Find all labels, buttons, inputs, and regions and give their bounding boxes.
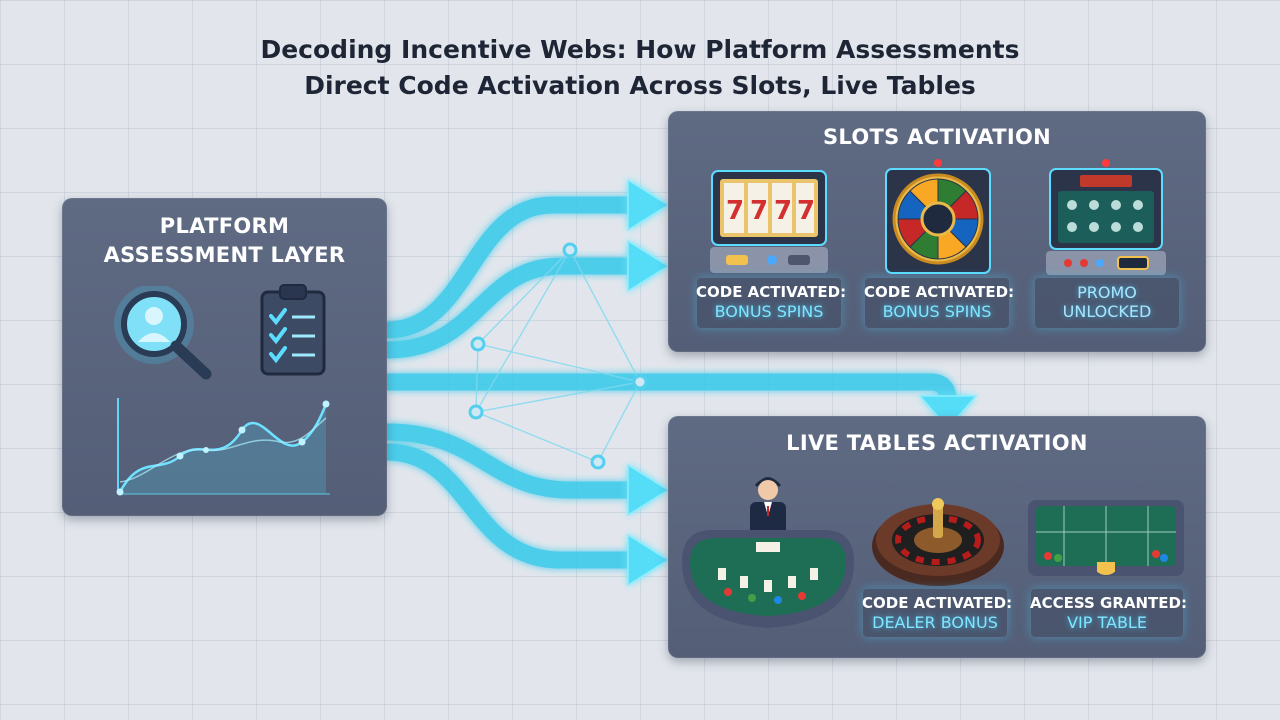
slots-card-3-line1: PROMO bbox=[1077, 283, 1137, 302]
reel-symbol: 7 bbox=[750, 196, 768, 226]
slots-card-2-line1: CODE ACTIVATED: bbox=[864, 283, 1015, 301]
checklist-clipboard-icon bbox=[260, 284, 326, 376]
platform-assessment-panel: PLATFORM ASSESSMENT LAYER bbox=[62, 198, 387, 516]
connector-web-line bbox=[475, 248, 641, 463]
prize-wheel-icon bbox=[885, 159, 991, 274]
arrowhead-slots-lower bbox=[627, 239, 670, 293]
live-card-1-line2: DEALER BONUS bbox=[872, 613, 998, 632]
connector-node bbox=[470, 336, 486, 352]
slots-card-1-line2: BONUS SPINS bbox=[714, 302, 824, 321]
slots-card-2-line2: BONUS SPINS bbox=[882, 302, 992, 321]
connector-node bbox=[632, 374, 648, 390]
title-line-2: Direct Code Activation Across Slots, Liv… bbox=[304, 71, 976, 100]
assessment-heading-line-2: ASSESSMENT LAYER bbox=[103, 243, 346, 267]
connector-web-line bbox=[475, 249, 571, 413]
craps-table-icon bbox=[1028, 500, 1184, 576]
connector-node bbox=[562, 242, 578, 258]
live-card-2-line2: VIP TABLE bbox=[1067, 613, 1147, 632]
reel-symbol: 7 bbox=[797, 196, 815, 226]
slots-card-3-line2: UNLOCKED bbox=[1062, 302, 1152, 321]
line-chart-icon bbox=[116, 398, 330, 496]
slots-card-1-label: CODE ACTIVATED: BONUS SPINS bbox=[696, 277, 847, 329]
live-card-2-line1: ACCESS GRANTED: bbox=[1030, 594, 1187, 612]
flow-arrow-to-live-lower bbox=[386, 443, 632, 569]
blackjack-table-icon bbox=[682, 477, 854, 628]
flow-arrow-to-slots-top bbox=[386, 196, 632, 339]
connector-node bbox=[590, 454, 606, 470]
live-tables-activation-panel: LIVE TABLES ACTIVATION bbox=[668, 416, 1206, 658]
live-card-1-line1: CODE ACTIVATED: bbox=[862, 594, 1013, 612]
assessment-heading-line-1: PLATFORM bbox=[159, 214, 290, 238]
live-card-2-label: ACCESS GRANTED: VIP TABLE bbox=[1030, 588, 1187, 638]
slots-heading: SLOTS ACTIVATION bbox=[823, 125, 1051, 149]
connector-web-line bbox=[477, 343, 641, 383]
roulette-wheel-icon bbox=[872, 498, 1004, 586]
slots-card-3-label: PROMO UNLOCKED bbox=[1034, 277, 1180, 329]
slot-machine-icon: 7 7 7 7 bbox=[710, 170, 828, 273]
reel-symbol: 7 bbox=[774, 196, 792, 226]
slots-activation-panel: SLOTS ACTIVATION 7 7 7 7 bbox=[668, 111, 1206, 352]
flow-arrow-to-live-tables bbox=[387, 373, 957, 402]
diagram-title: Decoding Incentive Webs: How Platform As… bbox=[0, 32, 1280, 104]
flow-arrow-to-slots-lower bbox=[386, 257, 632, 359]
reel-symbol: 7 bbox=[726, 196, 744, 226]
arrowhead-slots-top bbox=[627, 178, 670, 232]
slots-card-1-line1: CODE ACTIVATED: bbox=[696, 283, 847, 301]
live-card-1-label: CODE ACTIVATED: DEALER BONUS bbox=[862, 588, 1013, 638]
connector-web-line bbox=[475, 381, 641, 413]
title-line-1: Decoding Incentive Webs: How Platform As… bbox=[260, 35, 1020, 64]
arrowhead-live-lower bbox=[627, 533, 670, 587]
connector-node bbox=[468, 404, 484, 420]
assessment-heading: PLATFORM ASSESSMENT LAYER bbox=[62, 212, 387, 270]
flow-arrow-to-live-upper bbox=[386, 423, 632, 499]
slot-machine-icon bbox=[1046, 159, 1166, 275]
slots-card-2-label: CODE ACTIVATED: BONUS SPINS bbox=[864, 277, 1015, 329]
arrowhead-live-tables bbox=[918, 395, 978, 430]
magnifier-user-icon bbox=[114, 286, 212, 380]
arrowhead-live-upper bbox=[627, 463, 670, 517]
live-heading: LIVE TABLES ACTIVATION bbox=[786, 431, 1088, 455]
